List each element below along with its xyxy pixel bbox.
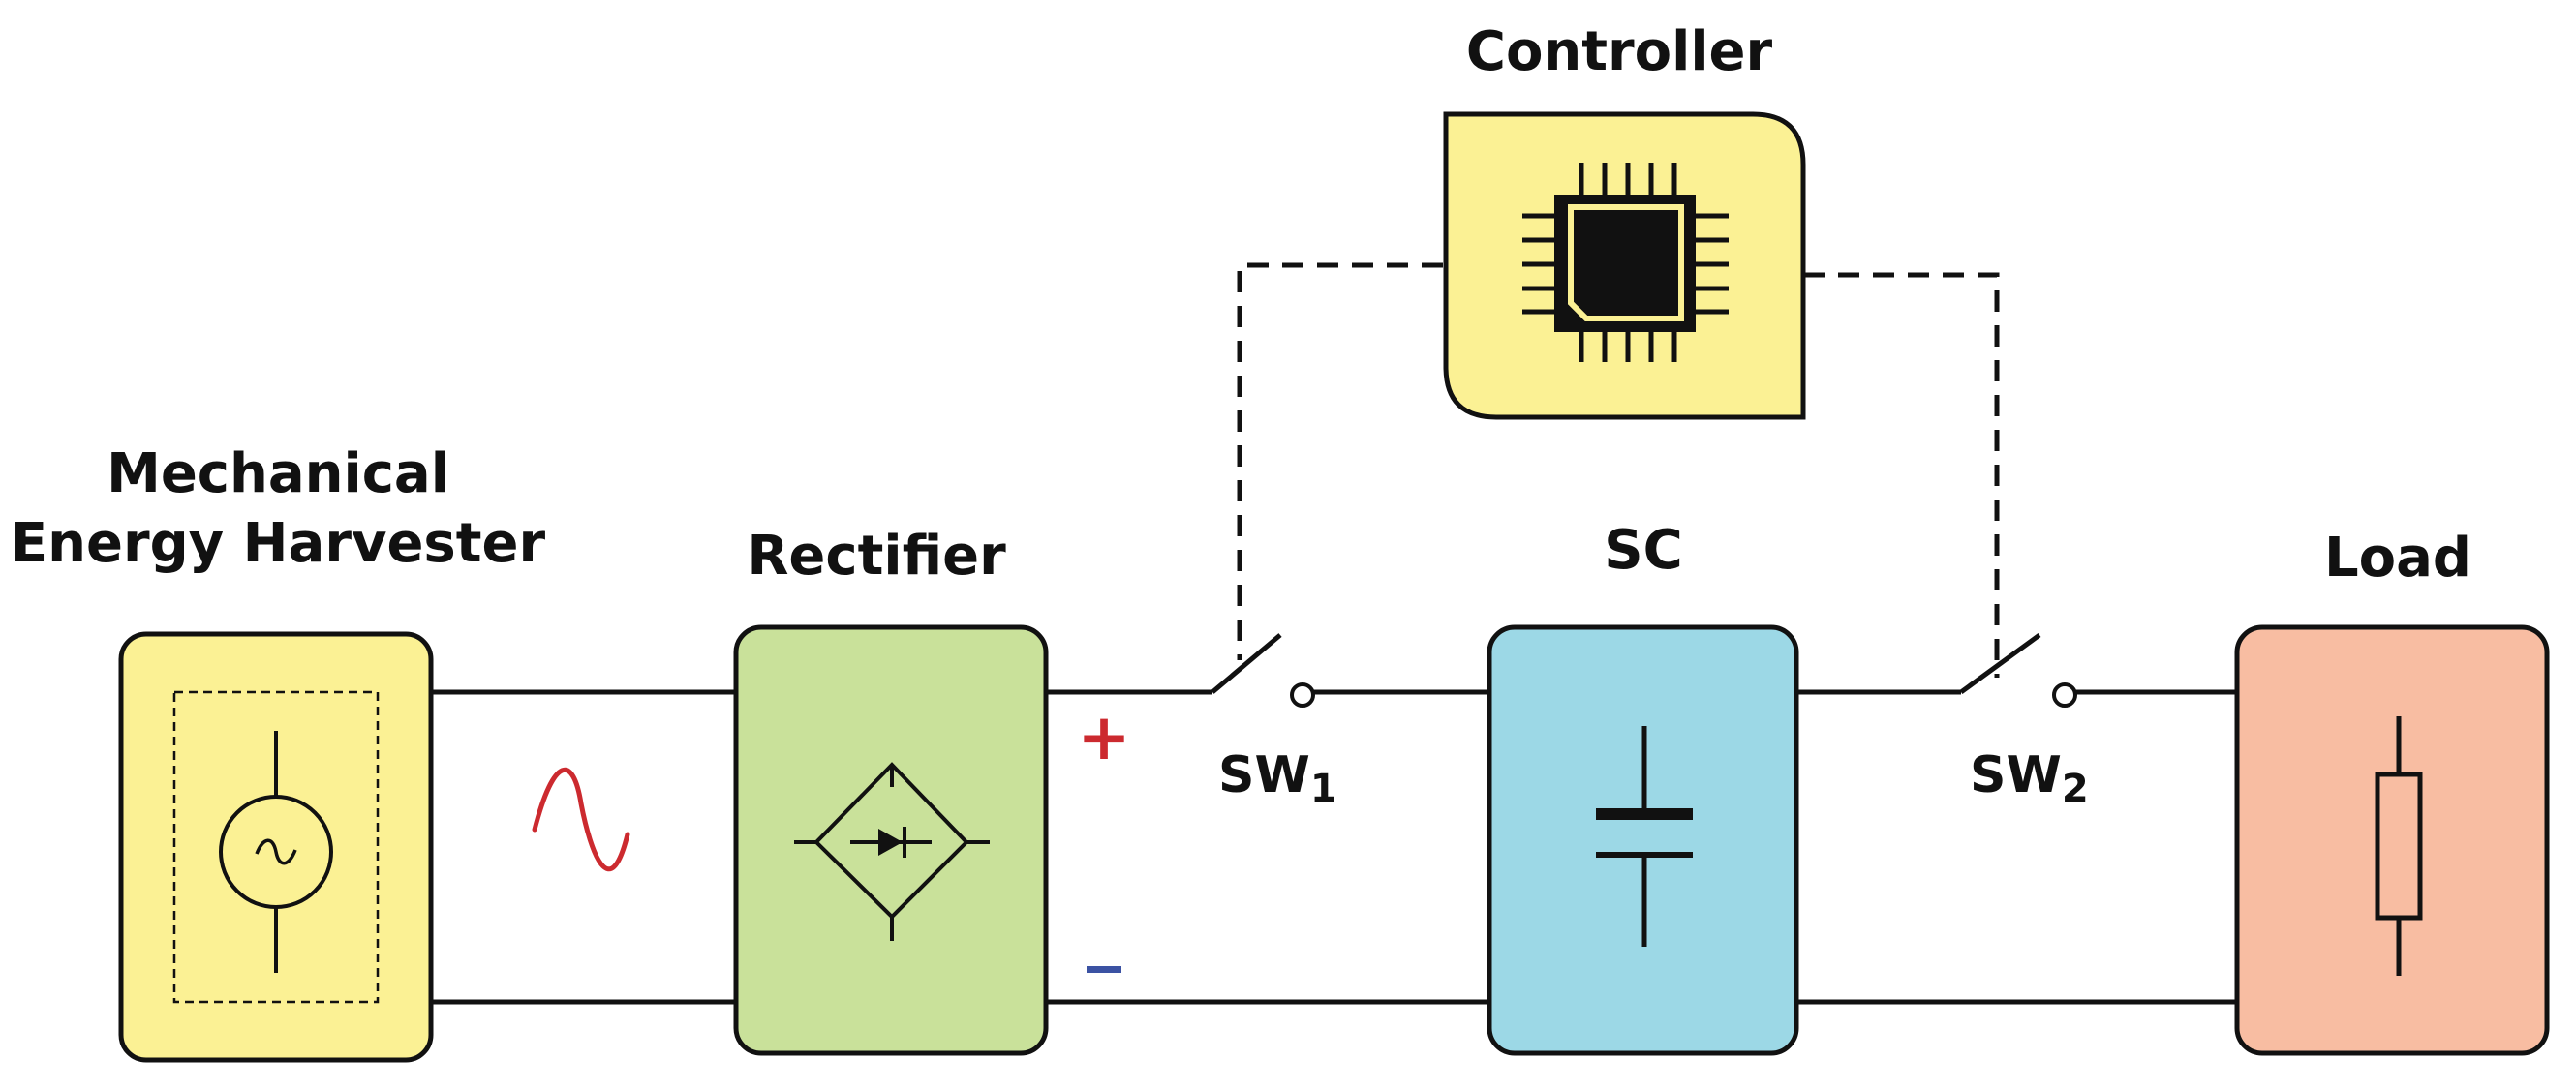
mechanical-energy-harvester: Mechanical Energy Harvester <box>11 442 546 1063</box>
harvester-dashed-boundary <box>172 690 380 1004</box>
sc-label: SC <box>1604 519 1682 582</box>
plus-sign: + <box>1077 700 1130 774</box>
load-label: Load <box>2324 527 2471 590</box>
bridge-rectifier-icon <box>794 762 990 941</box>
sw1-contact <box>1290 682 1315 708</box>
sw1-label: SW1 <box>1218 746 1337 811</box>
sw1-blade <box>1211 633 1282 694</box>
control-lines <box>1237 262 2000 678</box>
load-box <box>2234 624 2550 1056</box>
harvester-label-line2: Energy Harvester <box>11 512 546 575</box>
microchip-icon <box>1522 163 1729 362</box>
resistor-icon <box>2375 716 2423 976</box>
sw2-label: SW2 <box>1970 746 2089 811</box>
control-line-sw2 <box>1803 272 2000 678</box>
sc-box <box>1487 624 1799 1056</box>
minus-sign <box>1087 966 1121 973</box>
ac-wave-icon <box>532 767 630 872</box>
sw2-contact <box>2052 682 2077 708</box>
controller: Controller <box>1443 20 1806 420</box>
rectifier: Rectifier <box>733 525 1049 1056</box>
supercapacitor: SC <box>1487 519 1799 1056</box>
controller-label: Controller <box>1466 20 1773 83</box>
control-line-sw1 <box>1237 262 1443 660</box>
sw2-blade <box>1959 632 2041 695</box>
capacitor-icon <box>1596 726 1693 947</box>
switch-sw1: SW1 <box>1211 633 1337 811</box>
rectifier-label: Rectifier <box>747 525 1006 588</box>
harvester-label-line1: Mechanical <box>107 442 449 505</box>
switch-sw2: SW2 <box>1959 632 2089 811</box>
ac-source-icon <box>219 731 333 973</box>
circuit-wires <box>431 689 2237 1005</box>
load: Load <box>2234 527 2550 1056</box>
